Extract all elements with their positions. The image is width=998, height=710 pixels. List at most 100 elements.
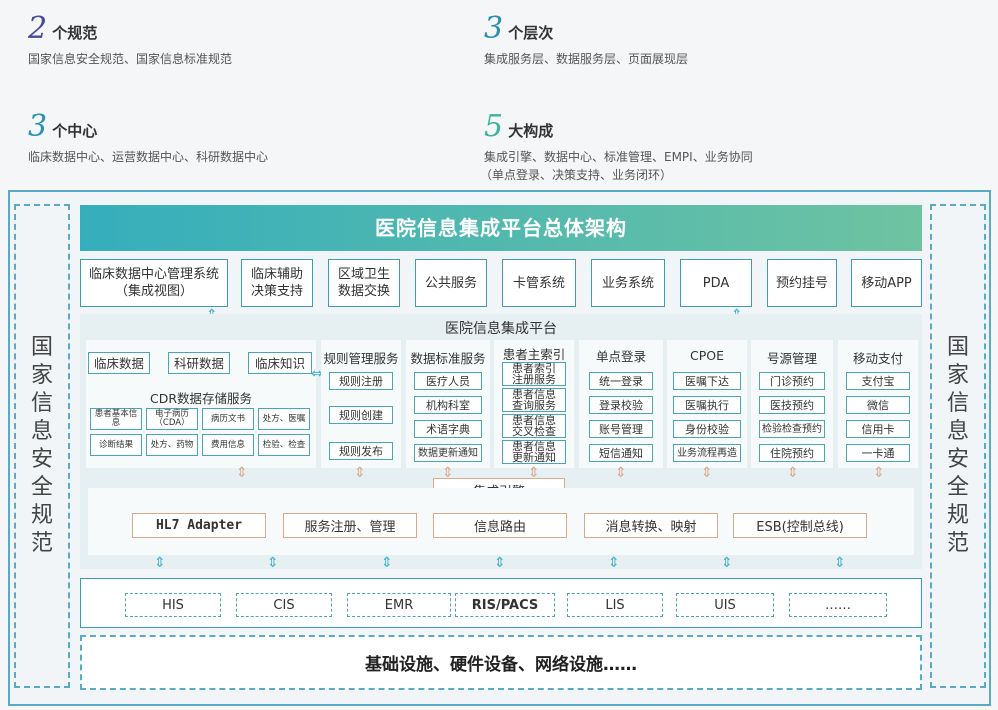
arrow-icon: ⇕ (528, 465, 540, 481)
side-label-chars: 国家信息安全规范 (946, 335, 969, 556)
cdr-item: 患者基本信息 (90, 408, 142, 430)
sso-item: 统一登录 (589, 372, 653, 390)
std-item: 医疗人员 (414, 372, 482, 390)
stat-desc: 集成服务层、数据服务层、页面展现层 (484, 52, 689, 66)
sso-item: 登录校验 (589, 396, 653, 414)
cpoe-item: 业务流程再造 (673, 444, 741, 462)
research-data: 科研数据 (168, 352, 230, 374)
arrow-icon: ⇔ (311, 366, 323, 382)
cpoe-item: 医嘱执行 (673, 396, 741, 414)
engine-service-registry: 服务注册、管理 (283, 513, 417, 538)
arrow-icon: ⇕ (494, 555, 506, 571)
empi-title: 患者主索引 (502, 347, 566, 362)
infrastructure: 基础设施、硬件设备、网络设施…… (80, 635, 922, 690)
cpoe-title: CPOE (689, 348, 724, 363)
stat-desc: 临床数据中心、运营数据中心、科研数据中心 (28, 150, 269, 164)
arrow-icon: ⇕ (615, 465, 627, 481)
stat-specs: 2 个规范 (28, 14, 97, 44)
system-mobile-app: 移动APP (851, 259, 922, 307)
stat-desc: 集成引擎、数据中心、标准管理、EMPI、业务协同 (484, 150, 753, 164)
arrow-icon: ⇕ (442, 465, 454, 481)
system-public-service: 公共服务 (415, 259, 487, 307)
arrow-icon: ⇕ (787, 465, 799, 481)
side-label-chars: 国家信息安全规范 (30, 335, 53, 556)
system-business: 业务系统 (591, 259, 665, 307)
cpoe-item: 身份校验 (673, 420, 741, 438)
arrow-icon: ⇕ (721, 555, 733, 571)
source-his: HIS (125, 593, 221, 617)
cdr-title: CDR数据存储服务 (149, 391, 253, 406)
arrow-icon: ⇕ (834, 555, 846, 571)
system-cdr-manager: 临床数据中心管理系统（集成视图） (80, 259, 228, 307)
arrow-icon: ⇕ (608, 555, 620, 571)
stat-number: 2 (28, 11, 48, 46)
pay-item: 微信 (846, 396, 910, 414)
stat-label: 个中心 (52, 122, 98, 140)
source-emr: EMR (347, 593, 451, 617)
sso-item: 账号管理 (589, 420, 653, 438)
rules-item: 规则创建 (329, 406, 393, 424)
stat-label: 个规范 (52, 24, 98, 42)
engine-transform: 消息转换、映射 (584, 513, 718, 538)
platform-title: 医院信息集成平台 (445, 321, 557, 337)
source-uis: UIS (676, 593, 774, 617)
system-pda: PDA (680, 259, 752, 307)
security-spec-left: 国家信息安全规范 (14, 204, 70, 688)
arrow-icon: ⇕ (236, 465, 248, 481)
stat-desc-2: （单点登录、决策支持、业务闭环） (480, 168, 673, 182)
cdr-panel: 临床数据 科研数据 临床知识 CDR数据存储服务 患者基本信息 电子病历（CDA… (86, 340, 316, 468)
pay-title: 移动支付 (852, 351, 903, 366)
source-systems (80, 578, 922, 628)
rules-panel: 规则管理服务 规则注册 规则创建 规则发布 (321, 340, 401, 468)
cpoe-item: 医嘱下达 (673, 372, 741, 390)
source-title: 号源管理 (766, 351, 817, 366)
std-title: 数据标准服务 (410, 351, 486, 366)
stat-number: 5 (484, 109, 504, 144)
engine-hl7: HL7 Adapter (132, 513, 266, 538)
cdr-item: 诊断结果 (90, 434, 142, 456)
diagram-title: 医院信息集成平台总体架构 (80, 205, 922, 251)
engine-esb: ESB(控制总线) (733, 513, 867, 538)
source-item: 住院预约 (759, 444, 825, 462)
stat-number: 3 (484, 11, 504, 46)
source-panel: 号源管理 门诊预约 医技预约 检验检查预约 住院预约 (751, 340, 833, 468)
stat-number: 3 (28, 109, 48, 144)
source-item: 医技预约 (759, 396, 825, 414)
arrow-icon: ⇕ (701, 465, 713, 481)
arrow-icon: ⇕ (154, 555, 166, 571)
pay-item: 一卡通 (846, 444, 910, 462)
source-item: 检验检查预约 (759, 420, 825, 438)
arrow-icon: ⇕ (354, 465, 366, 481)
empi-item: 患者信息交叉检查 (502, 414, 566, 438)
cdr-item: 检验、检查 (258, 434, 310, 456)
empi-panel: 患者主索引 患者索引注册服务 患者信息查询服务 患者信息交叉检查 患者信息更新通… (494, 340, 574, 468)
source-more: …… (789, 593, 887, 617)
clinical-data: 临床数据 (88, 352, 150, 374)
sso-item: 短信通知 (589, 444, 653, 462)
source-item: 门诊预约 (759, 372, 825, 390)
empi-item: 患者索引注册服务 (502, 362, 566, 386)
stat-label: 个层次 (508, 24, 554, 42)
pay-item: 信用卡 (846, 420, 910, 438)
system-regional-exchange: 区域卫生数据交换 (328, 259, 400, 307)
pay-panel: 移动支付 支付宝 微信 信用卡 一卡通 (838, 340, 918, 468)
system-decision-support: 临床辅助决策支持 (241, 259, 313, 307)
stat-centers: 3 个中心 (28, 112, 97, 142)
clinical-knowledge: 临床知识 (248, 352, 312, 374)
cdr-item: 病历文书 (202, 408, 254, 430)
std-item: 机构科室 (414, 396, 482, 414)
rules-title: 规则管理服务 (323, 351, 399, 366)
cdr-item: 处方、医嘱 (258, 408, 310, 430)
rules-item: 规则发布 (329, 442, 393, 460)
sso-title: 单点登录 (595, 349, 646, 364)
arrow-icon: ⇕ (381, 555, 393, 571)
engine-routing: 信息路由 (433, 513, 567, 538)
std-item: 数据更新通知 (414, 444, 482, 462)
rules-item: 规则注册 (329, 372, 393, 390)
cpoe-panel: CPOE 医嘱下达 医嘱执行 身份校验 业务流程再造 (667, 340, 747, 468)
cdr-item: 费用信息 (202, 434, 254, 456)
system-card-management: 卡管系统 (502, 259, 576, 307)
security-spec-right: 国家信息安全规范 (930, 204, 986, 688)
sso-panel: 单点登录 统一登录 登录校验 账号管理 短信通知 (579, 340, 663, 468)
stat-desc: 国家信息安全规范、国家信息标准规范 (28, 52, 233, 66)
